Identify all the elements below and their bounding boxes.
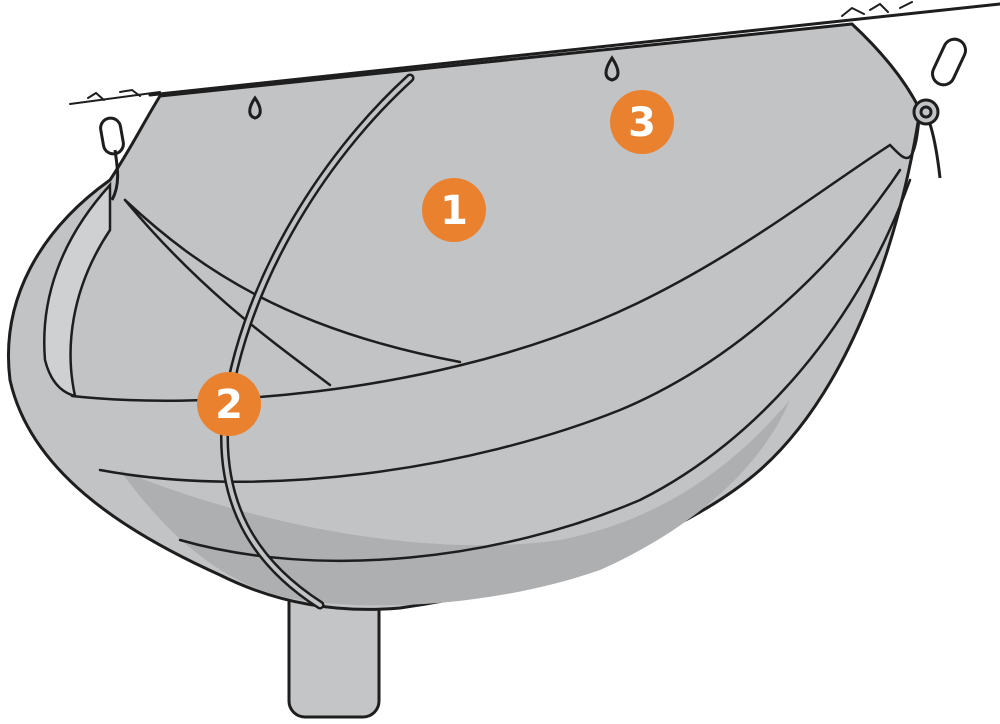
left-carabiner-icon xyxy=(99,116,125,201)
callout-1-label: 1 xyxy=(440,188,468,234)
callout-badge xyxy=(422,178,486,242)
ridgeline-tie-outs xyxy=(248,55,620,120)
callout-2: 2 xyxy=(197,372,261,436)
right-carabiner-icon xyxy=(912,37,967,179)
net-panel-diagonal-2 xyxy=(123,198,332,387)
callout-2-label: 2 xyxy=(215,382,243,428)
callout-3-label: 3 xyxy=(628,100,656,146)
callout-1: 1 xyxy=(422,178,486,242)
hammock-hull-shadow xyxy=(120,400,790,606)
right-net-edge xyxy=(888,108,922,160)
suspension-lines xyxy=(69,1,1000,105)
ridgeline xyxy=(148,2,1000,97)
left-knot xyxy=(87,88,141,101)
tie-out-loop-left xyxy=(248,95,262,120)
callout-badge xyxy=(197,372,261,436)
right-knot xyxy=(841,1,913,17)
bed-middle-line xyxy=(98,168,902,483)
callout-badge xyxy=(610,90,674,154)
callout-3: 3 xyxy=(610,90,674,154)
hammock-body xyxy=(7,22,922,611)
bed-lower-line xyxy=(178,178,912,563)
left-end-panel xyxy=(43,181,112,398)
left-suspension-line xyxy=(69,91,161,105)
tie-out-loop-right xyxy=(604,55,620,82)
